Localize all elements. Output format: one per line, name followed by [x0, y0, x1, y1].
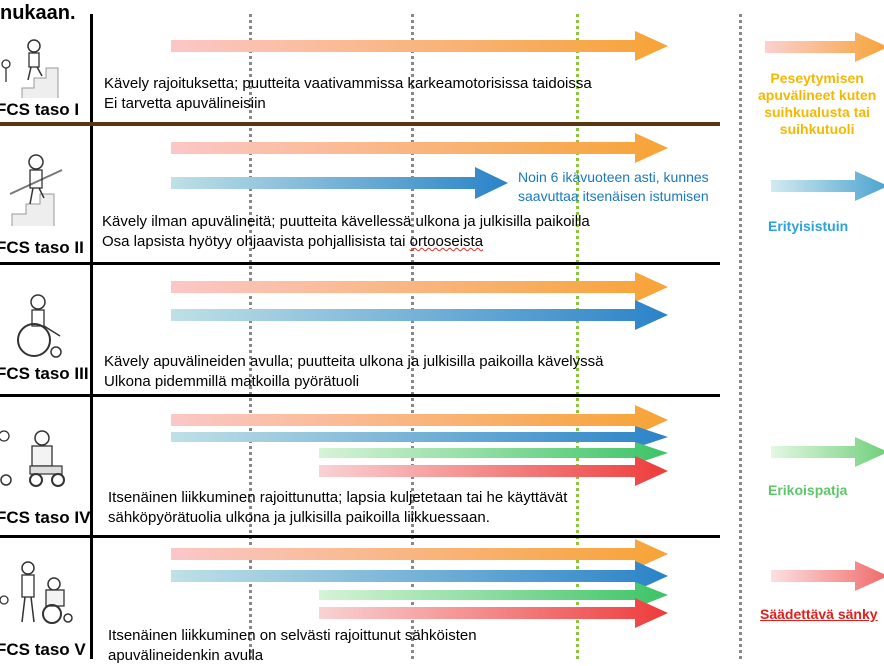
dotted-gridline-green	[576, 14, 579, 659]
special-seat-label: Erityisistuin	[768, 218, 849, 234]
side-arrow-green	[771, 437, 884, 467]
child-wheelchair-icon-level-3	[17, 294, 62, 358]
arrow-green-level-4	[319, 442, 668, 464]
arrow-blue-level-2	[171, 167, 508, 199]
arrow-red-level-4	[319, 456, 668, 486]
side-arrow-red	[771, 561, 884, 591]
arrow-orange-level-2	[171, 133, 668, 163]
sitting-note: Noin 6 ikävuoteen asti, kunnes saavuttaa…	[518, 169, 709, 204]
dotted-gridline-2	[411, 14, 414, 659]
child-pushed-wheelchair-icon-level-5	[0, 561, 73, 624]
level-4-description: Itsenäinen liikkuminen rajoittunutta; la…	[108, 489, 568, 526]
dotted-gridline-3	[739, 14, 742, 659]
level-2-description: Kävely ilman apuvälineitä; puutteita käv…	[102, 213, 590, 250]
level-label-3: FCS taso III	[0, 364, 89, 383]
bathing-aids-label: Peseytymisen apuvälineet kuten suihkualu…	[758, 70, 877, 137]
level-5-description: Itsenäinen liikkuminen on selvästi rajoi…	[108, 627, 477, 664]
arrow-blue-level-4	[171, 426, 668, 448]
adjustable-bed-label: Säädettävä sänky	[760, 606, 878, 622]
arrow-orange-level-1	[171, 31, 668, 61]
level-1-description: Kävely rajoituksetta; puutteita vaativam…	[104, 75, 592, 112]
child-handrail-icon-level-2	[9, 154, 63, 226]
child-power-wheelchair-icon-level-4	[0, 430, 65, 487]
arrow-blue-level-5	[171, 561, 668, 591]
arrow-orange-level-4	[171, 405, 668, 435]
special-mattress-label: Erikoispatja	[768, 482, 848, 498]
arrow-orange-level-3	[171, 272, 668, 302]
side-arrow-blue	[771, 171, 884, 201]
arrow-red-level-5	[319, 598, 668, 628]
arrow-orange-level-5	[171, 539, 668, 569]
level-label-2: FCS taso II	[0, 238, 84, 257]
divider-level-4	[0, 535, 720, 538]
side-arrow-orange	[765, 32, 884, 62]
divider-level-1	[0, 122, 720, 126]
vertical-axis-line	[90, 14, 93, 659]
page-title: nukaan.	[0, 2, 76, 24]
divider-level-3	[0, 394, 720, 397]
level-3-description: Kävely apuvälineiden avulla; puutteita u…	[104, 353, 604, 390]
arrow-blue-level-3	[171, 300, 668, 330]
dotted-gridline-1	[249, 14, 252, 659]
divider-level-2	[0, 262, 720, 265]
level-label-4: FCS taso IV	[0, 508, 91, 527]
arrow-green-level-5	[319, 582, 668, 608]
child-stairs-icon-level-1	[1, 39, 59, 98]
level-label-5: FCS taso V	[0, 640, 86, 659]
level-label-1: FCS taso I	[0, 100, 80, 119]
